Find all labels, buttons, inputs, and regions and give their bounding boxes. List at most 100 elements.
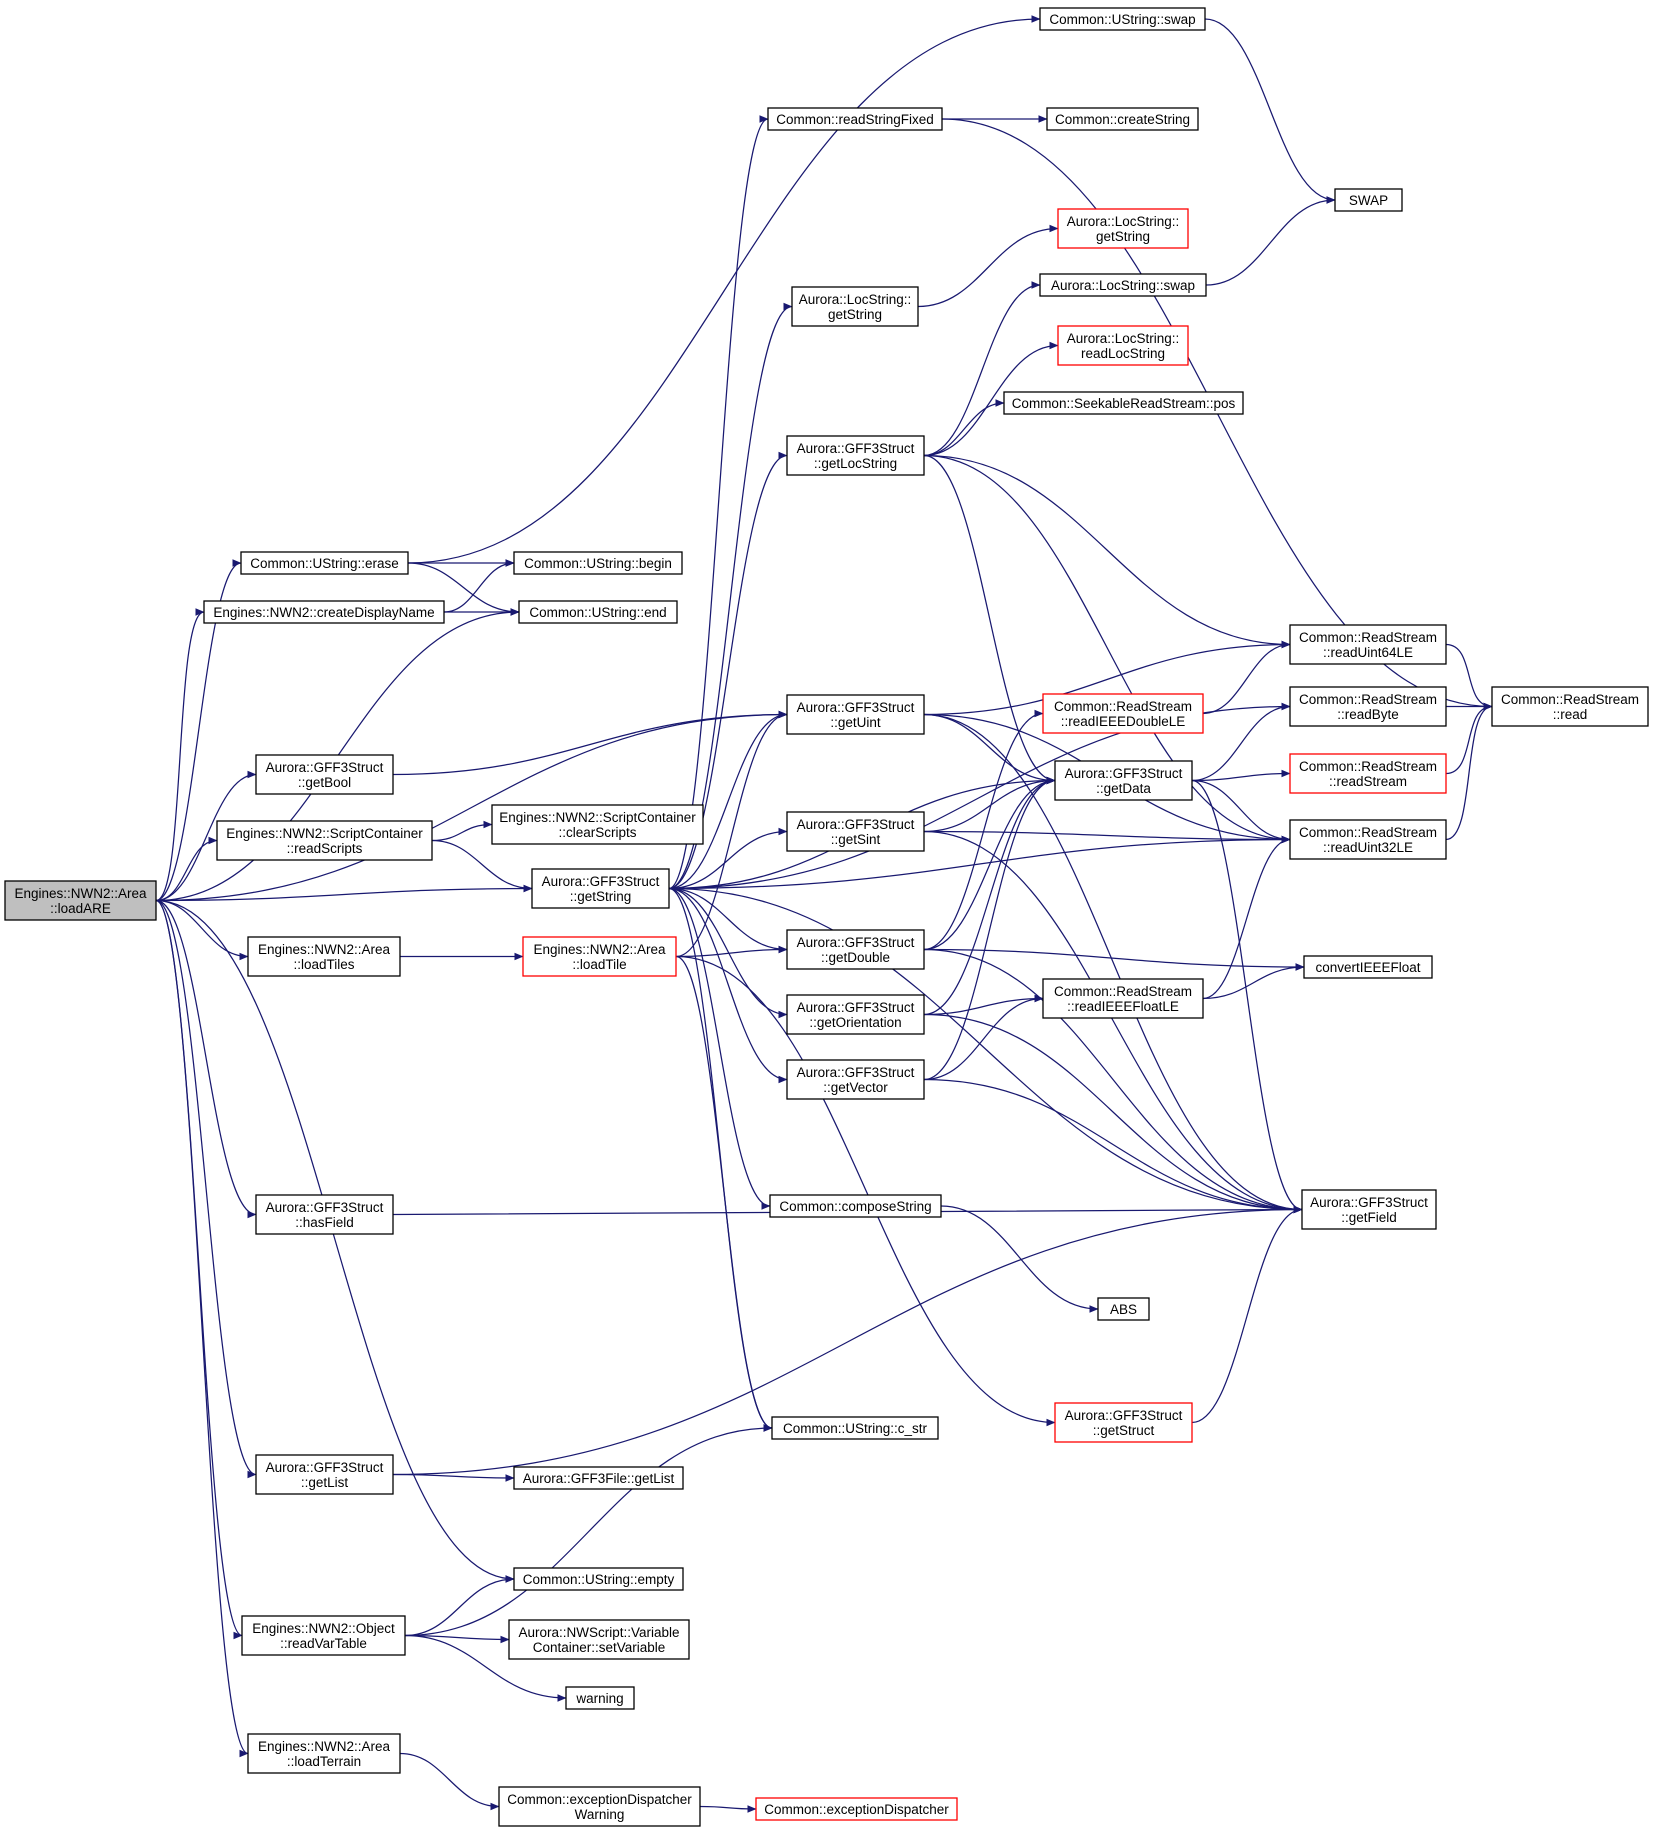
graph-node-loadARE[interactable]: Engines::NWN2::Area::loadARE bbox=[4, 880, 157, 921]
node-label-line: Engines::NWN2::Area bbox=[533, 942, 666, 957]
graph-node-locSwap[interactable]: Aurora::LocString::swap bbox=[1039, 273, 1207, 297]
node-label-line: Engines::NWN2::Area bbox=[258, 1739, 391, 1754]
node-label-line: Aurora::GFF3Struct bbox=[1065, 1408, 1183, 1423]
call-edge-getData-to-getField bbox=[1191, 779, 1303, 1214]
call-edge-readStream-to-read bbox=[1445, 702, 1493, 775]
graph-node-composeString[interactable]: Common::composeString bbox=[769, 1194, 942, 1218]
graph-node-hasField[interactable]: Aurora::GFF3Struct::hasField bbox=[255, 1194, 394, 1235]
graph-node-begin[interactable]: Common::UString::begin bbox=[513, 551, 683, 575]
call-edge-getLocString-to-getData bbox=[923, 454, 1056, 785]
node-label-line: ::getLocString bbox=[814, 456, 897, 471]
graph-node-ABS[interactable]: ABS bbox=[1097, 1297, 1150, 1321]
graph-node-getBool[interactable]: Aurora::GFF3Struct::getBool bbox=[255, 754, 394, 795]
graph-node-getLocString[interactable]: Aurora::GFF3Struct::getLocString bbox=[786, 435, 925, 476]
node-label-line: ::readVarTable bbox=[280, 1636, 367, 1651]
graph-node-pos[interactable]: Common::SeekableReadStream::pos bbox=[1003, 391, 1244, 415]
call-edge-ustrSwap-to-SWAP bbox=[1204, 18, 1336, 204]
graph-node-empty[interactable]: Common::UString::empty bbox=[513, 1567, 684, 1591]
call-edge-getString-to-composeString bbox=[668, 887, 771, 1210]
node-box bbox=[518, 600, 678, 624]
graph-node-SWAP[interactable]: SWAP bbox=[1334, 188, 1403, 212]
graph-node-getOrientation[interactable]: Aurora::GFF3Struct::getOrientation bbox=[786, 994, 925, 1035]
call-edge-getVector-to-readIEEEFloatLE bbox=[923, 994, 1044, 1081]
node-label-line: Common::UString::begin bbox=[524, 556, 672, 571]
node-box bbox=[498, 1786, 701, 1827]
node-box bbox=[255, 1194, 394, 1235]
call-edge-readIEEEFloatLE-to-convertIEEEFloat bbox=[1202, 963, 1305, 1000]
node-box bbox=[1042, 978, 1204, 1019]
graph-node-readIEEEDoubleLE[interactable]: Common::ReadStream::readIEEEDoubleLE bbox=[1042, 693, 1204, 734]
graph-node-loadTile[interactable]: Engines::NWN2::Area::loadTile bbox=[522, 936, 677, 977]
node-box bbox=[247, 1733, 401, 1774]
node-label-line: ::getField bbox=[1341, 1210, 1397, 1225]
graph-node-getList[interactable]: Aurora::GFF3Struct::getList bbox=[255, 1454, 394, 1495]
node-box bbox=[203, 600, 445, 624]
call-edge-readIEEEFloatLE-to-readUint32LE bbox=[1202, 835, 1291, 1000]
node-label-line: Aurora::GFF3File::getList bbox=[523, 1471, 675, 1486]
node-label-line: Aurora::GFF3Struct bbox=[797, 441, 915, 456]
graph-node-warning[interactable]: warning bbox=[565, 1686, 635, 1710]
node-label-line: Engines::NWN2::Object bbox=[252, 1621, 395, 1636]
graph-node-readVarTable[interactable]: Engines::NWN2::Object::readVarTable bbox=[241, 1615, 406, 1656]
node-box bbox=[786, 694, 925, 735]
node-label-line: Common::UString::erase bbox=[250, 556, 399, 571]
graph-node-setVariable[interactable]: Aurora::NWScript::VariableContainer::set… bbox=[508, 1619, 690, 1660]
node-label-line: Common::ReadStream bbox=[1299, 759, 1437, 774]
graph-node-getString[interactable]: Aurora::GFF3Struct::getString bbox=[531, 868, 670, 909]
node-label-line: ::readByte bbox=[1337, 707, 1399, 722]
graph-node-end[interactable]: Common::UString::end bbox=[518, 600, 678, 624]
graph-node-createDisplayName[interactable]: Engines::NWN2::createDisplayName bbox=[203, 600, 445, 624]
graph-node-readUint64LE[interactable]: Common::ReadStream::readUint64LE bbox=[1289, 624, 1447, 665]
node-label-line: Common::ReadStream bbox=[1299, 630, 1437, 645]
graph-node-readByte[interactable]: Common::ReadStream::readByte bbox=[1289, 686, 1447, 727]
graph-node-ustrSwap[interactable]: Common::UString::swap bbox=[1039, 7, 1206, 31]
graph-node-readStringFixed[interactable]: Common::readStringFixed bbox=[767, 107, 943, 131]
graph-node-getUint[interactable]: Aurora::GFF3Struct::getUint bbox=[786, 694, 925, 735]
call-edge-loadARE-to-erase bbox=[155, 559, 242, 902]
call-edge-readIEEEDoubleLE-to-readUint64LE bbox=[1202, 640, 1291, 715]
node-label-line: Common::SeekableReadStream::pos bbox=[1012, 396, 1236, 411]
node-label-line: ::readUint64LE bbox=[1323, 645, 1413, 660]
call-edge-getVector-to-getField bbox=[923, 1078, 1303, 1214]
graph-node-getVector[interactable]: Aurora::GFF3Struct::getVector bbox=[786, 1059, 925, 1100]
graph-node-readScripts[interactable]: Engines::NWN2::ScriptContainer::readScri… bbox=[216, 820, 433, 861]
node-label-line: ::loadTiles bbox=[293, 957, 354, 972]
graph-node-erase[interactable]: Common::UString::erase bbox=[240, 551, 409, 575]
node-box bbox=[769, 1194, 942, 1218]
node-label-line: ::readUint32LE bbox=[1323, 840, 1413, 855]
node-box bbox=[1039, 273, 1207, 297]
graph-node-createString[interactable]: Common::createString bbox=[1046, 107, 1199, 131]
node-box bbox=[786, 1059, 925, 1100]
call-edge-getList-to-getField bbox=[392, 1205, 1303, 1476]
graph-node-c_str[interactable]: Common::UString::c_str bbox=[771, 1416, 939, 1440]
graph-node-getSint[interactable]: Aurora::GFF3Struct::getSint bbox=[786, 811, 925, 852]
graph-node-readIEEEFloatLE[interactable]: Common::ReadStream::readIEEEFloatLE bbox=[1042, 978, 1204, 1019]
node-box bbox=[1054, 1402, 1193, 1443]
node-label-line: Common::createString bbox=[1055, 112, 1190, 127]
call-edge-excWarning-to-excDispatcher bbox=[699, 1805, 757, 1813]
call-edge-loadARE-to-readScripts bbox=[155, 836, 218, 902]
graph-node-getData[interactable]: Aurora::GFF3Struct::getData bbox=[1054, 760, 1193, 801]
node-label-line: ::getString bbox=[570, 889, 632, 904]
node-box bbox=[1491, 686, 1649, 727]
graph-node-locGetString2[interactable]: Aurora::LocString::getString bbox=[1057, 208, 1189, 249]
graph-node-read[interactable]: Common::ReadStream::read bbox=[1491, 686, 1649, 727]
graph-node-getDouble[interactable]: Aurora::GFF3Struct::getDouble bbox=[786, 929, 925, 970]
graph-node-convertIEEEFloat[interactable]: convertIEEEFloat bbox=[1303, 955, 1433, 979]
graph-node-readLocString[interactable]: Aurora::LocString::readLocString bbox=[1057, 325, 1189, 366]
graph-node-readStream[interactable]: Common::ReadStream::readStream bbox=[1289, 753, 1447, 794]
graph-node-loadTerrain[interactable]: Engines::NWN2::Area::loadTerrain bbox=[247, 1733, 401, 1774]
graph-node-getField[interactable]: Aurora::GFF3Struct::getField bbox=[1301, 1189, 1437, 1230]
graph-node-getFileList[interactable]: Aurora::GFF3File::getList bbox=[513, 1466, 684, 1490]
graph-node-getStruct[interactable]: Aurora::GFF3Struct::getStruct bbox=[1054, 1402, 1193, 1443]
node-label-line: SWAP bbox=[1349, 193, 1388, 208]
graph-node-clearScripts[interactable]: Engines::NWN2::ScriptContainer::clearScr… bbox=[491, 804, 704, 845]
graph-node-excDispatcher[interactable]: Common::exceptionDispatcher bbox=[755, 1797, 958, 1821]
node-label-line: ::getUint bbox=[830, 715, 881, 730]
node-box bbox=[786, 994, 925, 1035]
graph-node-readUint32LE[interactable]: Common::ReadStream::readUint32LE bbox=[1289, 819, 1447, 860]
call-edge-getSint-to-readUint32LE bbox=[923, 830, 1291, 844]
graph-node-locGetString[interactable]: Aurora::LocString::getString bbox=[791, 286, 919, 327]
graph-node-loadTiles[interactable]: Engines::NWN2::Area::loadTiles bbox=[247, 936, 401, 977]
